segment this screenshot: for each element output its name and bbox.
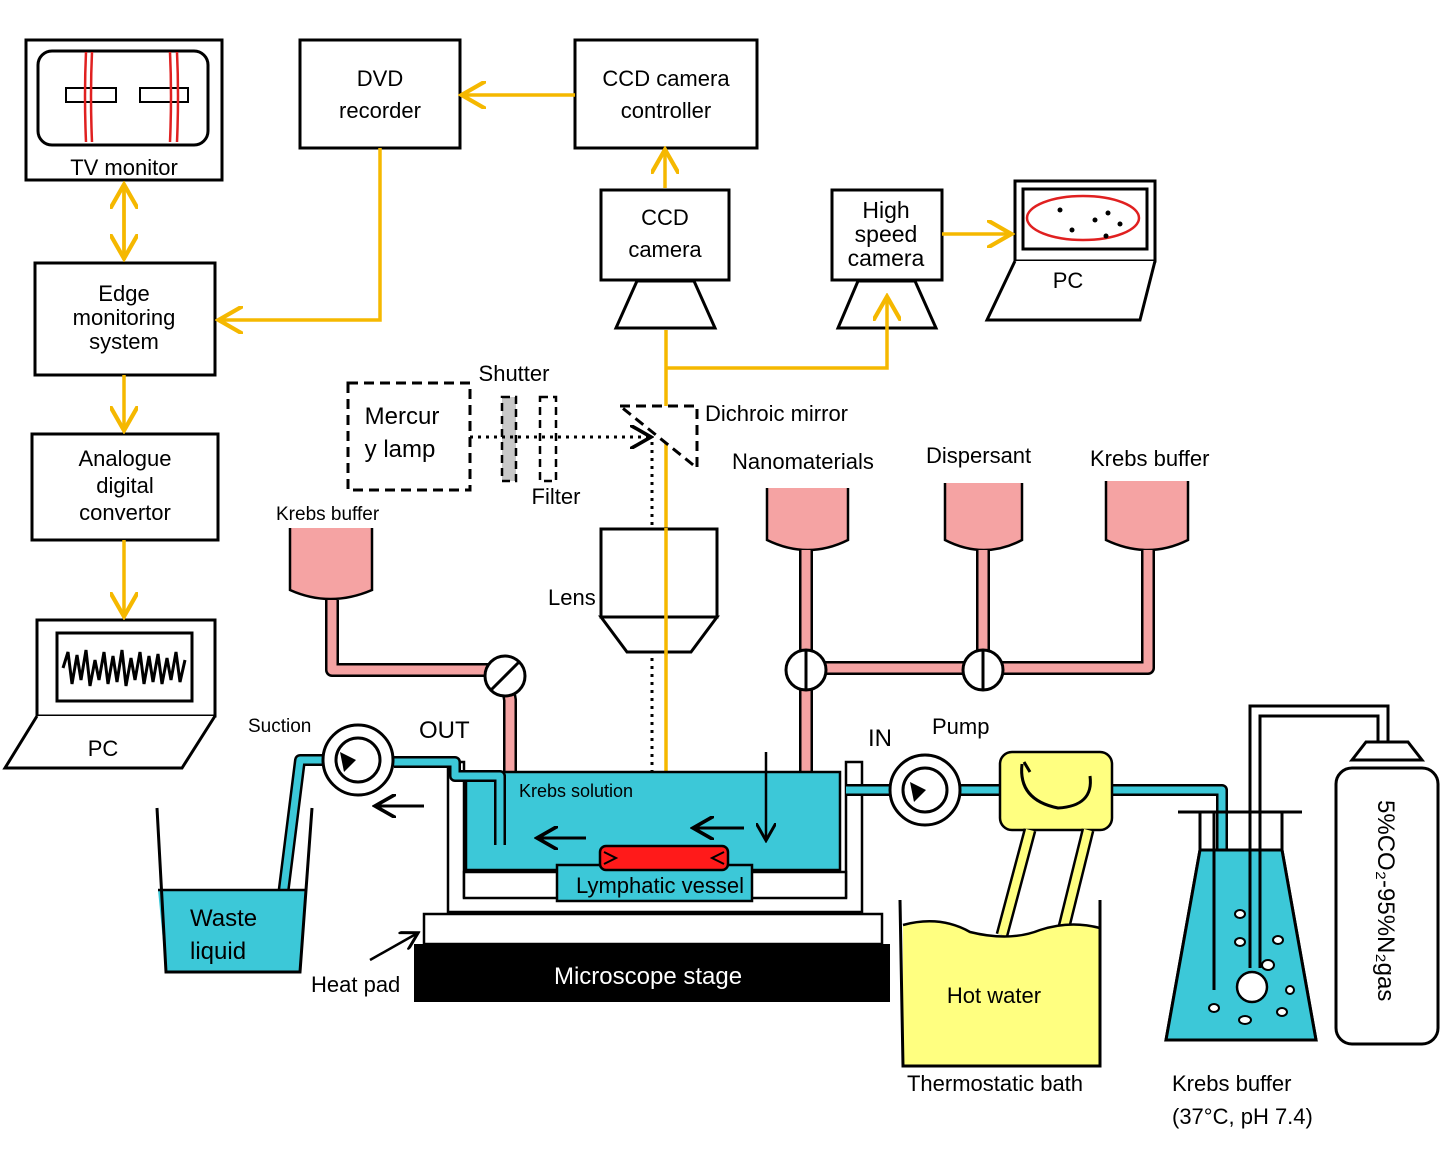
- krebs-buffer-flask-label-1: Krebs buffer: [1172, 1071, 1291, 1096]
- gas-label: 5%CO₂-95%N₂gas: [1372, 800, 1399, 1001]
- krebs-buffer-left-label: Krebs buffer: [276, 504, 380, 525]
- krebs-buffer-flask-label-2: (37°C, pH 7.4): [1172, 1104, 1313, 1129]
- microscope-stage-label: Microscope stage: [554, 963, 742, 990]
- dvd-recorder-label-1: DVD: [357, 66, 403, 91]
- edge-label-1: Edge: [98, 281, 149, 306]
- thermostatic-bath: Hot water Thermostatic bath: [898, 750, 1114, 1096]
- analogue-digital-convertor: Analogue digital convertor: [30, 432, 220, 542]
- edge-label-3: system: [89, 329, 159, 354]
- valves: [483, 648, 1005, 698]
- pc-laptop-bottom: PC: [2, 618, 217, 770]
- microscope-stage: Microscope stage: [414, 944, 890, 1002]
- dvd-recorder-label-2: recorder: [339, 98, 421, 123]
- pump-label: Pump: [932, 714, 989, 739]
- suction-label: Suction: [248, 716, 311, 737]
- pc-bottom-label: PC: [88, 736, 119, 761]
- adc-label-2: digital: [96, 473, 153, 498]
- gas-cylinder: 5%CO₂-95%N₂gas: [1334, 740, 1440, 1046]
- mercury-lamp-label-2: y lamp: [365, 436, 436, 463]
- filter-label: Filter: [532, 484, 581, 509]
- adc-label-1: Analogue: [79, 446, 172, 471]
- nanomaterials-label: Nanomaterials: [732, 449, 874, 474]
- krebs-buffer-top-right-label: Krebs buffer: [1090, 446, 1209, 471]
- high-speed-camera-label-2: speed: [855, 221, 918, 247]
- waste-liquid-container: Waste liquid: [155, 807, 314, 974]
- ccd-controller-label-1: CCD camera: [602, 66, 730, 91]
- shutter-label: Shutter: [479, 361, 550, 386]
- lymphatic-vessel: [598, 844, 730, 872]
- dvd-recorder: DVD recorder: [298, 38, 462, 150]
- hot-water-label: Hot water: [947, 983, 1041, 1008]
- ccd-camera-label-1: CCD: [641, 205, 689, 230]
- krebs-buffer-flask: Krebs buffer (37°C, pH 7.4): [1164, 704, 1390, 1129]
- krebs-solution-label: Krebs solution: [519, 781, 633, 801]
- high-speed-camera-label-3: camera: [848, 245, 925, 271]
- perfusion-chamber: Krebs solution Lymphatic vessel: [446, 752, 864, 914]
- objective-lens: Lens: [548, 527, 720, 655]
- dispersant-label: Dispersant: [926, 443, 1031, 468]
- inflow-pump: IN Pump: [868, 714, 989, 827]
- ccd-camera: CCD camera: [599, 188, 731, 330]
- ccd-camera-label-2: camera: [628, 237, 702, 262]
- mercury-lamp-label-1: Mercur: [365, 403, 440, 430]
- adc-label-3: convertor: [79, 500, 171, 525]
- ccd-controller-label-2: controller: [621, 98, 711, 123]
- lens-label: Lens: [548, 585, 596, 610]
- edge-monitoring-system: Edge monitoring system: [33, 261, 217, 377]
- light-source: Shutter Mercur y lamp Filter Dichroic mi…: [346, 361, 848, 842]
- pc-laptop-top: PC: [984, 179, 1157, 322]
- waste-liquid-label-2: liquid: [190, 938, 246, 965]
- tv-monitor: TV monitor: [24, 38, 224, 182]
- high-speed-camera-label-1: High: [862, 197, 909, 223]
- in-label: IN: [868, 725, 892, 752]
- tv-monitor-label: TV monitor: [70, 155, 178, 180]
- waste-liquid-label-1: Waste: [190, 905, 257, 932]
- out-label: OUT: [419, 717, 470, 744]
- thermostatic-bath-label: Thermostatic bath: [907, 1071, 1083, 1096]
- pc-top-label: PC: [1053, 268, 1084, 293]
- dichroic-mirror-label: Dichroic mirror: [705, 401, 848, 426]
- heat-pad-label: Heat pad: [311, 972, 400, 997]
- edge-label-2: monitoring: [73, 305, 176, 330]
- suction-pump: Suction OUT: [248, 716, 470, 806]
- lymphatic-vessel-label: Lymphatic vessel: [576, 873, 744, 898]
- ccd-camera-controller: CCD camera controller: [573, 38, 759, 150]
